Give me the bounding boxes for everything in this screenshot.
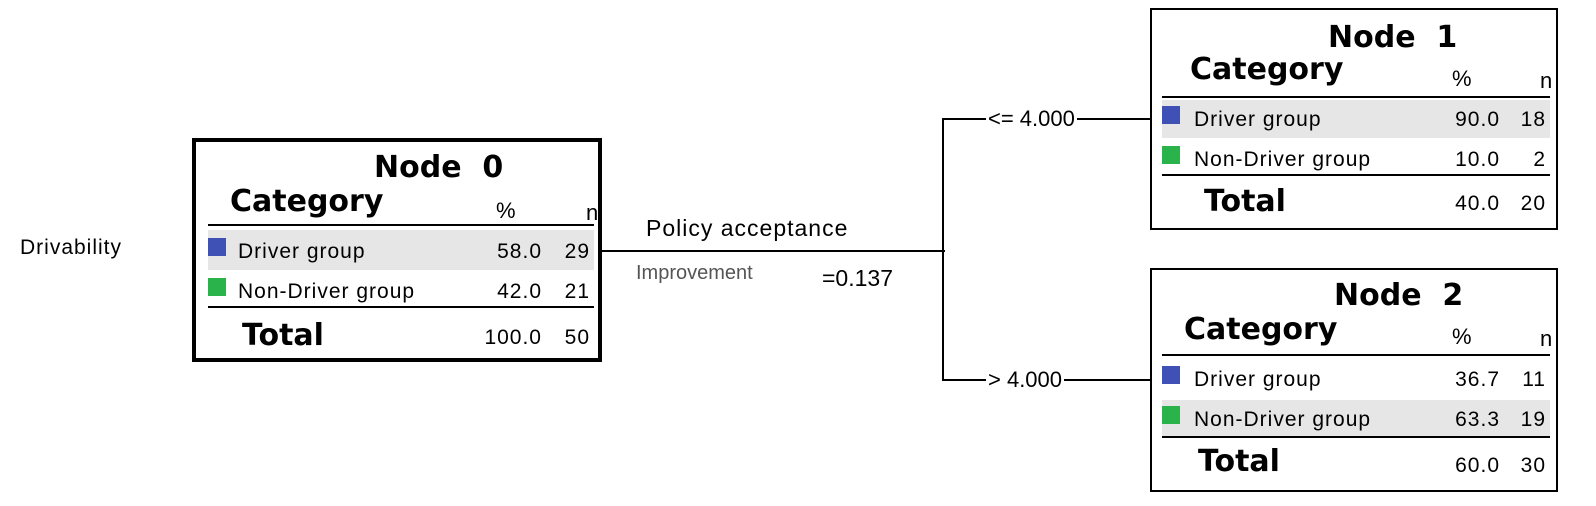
total-percent: 40.0 [1455, 192, 1500, 215]
n-value: 2 [1533, 148, 1546, 171]
total-divider [1162, 436, 1550, 438]
category-label-non-driver: Non-Driver group [1194, 148, 1372, 171]
category-label-driver: Driver group [1194, 368, 1322, 391]
node-title: Node 2 [1334, 278, 1464, 313]
header-divider [1162, 354, 1550, 356]
percent-value: 42.0 [497, 280, 542, 303]
branch-right-condition: > 4.000 [986, 367, 1065, 393]
green-square-icon [208, 278, 226, 296]
header-divider [1162, 96, 1550, 98]
split-variable-label: Policy acceptance [644, 215, 851, 242]
category-header: Category [230, 184, 384, 219]
green-square-icon [1162, 146, 1180, 164]
category-label-non-driver: Non-Driver group [1194, 408, 1372, 431]
percent-header: % [1452, 324, 1472, 349]
total-label: Total [1204, 184, 1286, 219]
n-header: n [1540, 68, 1553, 93]
category-header: Category [1190, 52, 1344, 87]
row-highlight [208, 230, 594, 270]
percent-value: 10.0 [1455, 148, 1500, 171]
header-divider [208, 224, 594, 226]
blue-square-icon [1162, 366, 1180, 384]
category-label-non-driver: Non-Driver group [238, 280, 416, 303]
total-percent: 60.0 [1455, 454, 1500, 477]
node-title: Node 0 [374, 150, 504, 185]
total-label: Total [242, 318, 324, 353]
dependent-variable-label: Drivability [20, 236, 123, 259]
tree-node-1[interactable]: Node 1 Category % n Driver group 90.0 18… [1150, 8, 1558, 230]
green-square-icon [1162, 406, 1180, 424]
connector-vertical [942, 118, 944, 381]
tree-node-2[interactable]: Node 2 Category % n Driver group 36.7 11… [1150, 268, 1558, 492]
total-divider [208, 306, 594, 308]
row-highlight [1162, 400, 1550, 436]
total-n: 30 [1520, 454, 1546, 477]
percent-value: 36.7 [1455, 368, 1500, 391]
total-divider [1162, 174, 1550, 176]
improvement-value: =0.137 [822, 265, 893, 291]
n-value: 21 [564, 280, 590, 303]
improvement-label: Improvement [636, 262, 753, 284]
n-value: 29 [564, 240, 590, 263]
tree-node-0[interactable]: Node 0 Category % n Driver group 58.0 29… [192, 138, 602, 362]
n-value: 19 [1520, 408, 1546, 431]
blue-square-icon [208, 238, 226, 256]
n-value: 18 [1520, 108, 1546, 131]
category-label-driver: Driver group [238, 240, 366, 263]
category-header: Category [1184, 312, 1338, 347]
row-highlight [1162, 100, 1550, 138]
percent-header: % [1452, 66, 1472, 91]
n-value: 11 [1522, 368, 1546, 391]
percent-value: 63.3 [1455, 408, 1500, 431]
connector-root-to-split [598, 250, 945, 252]
n-header: n [1540, 326, 1553, 351]
total-n: 50 [564, 326, 590, 349]
branch-left-condition: <= 4.000 [986, 106, 1077, 132]
total-percent: 100.0 [484, 326, 542, 349]
total-label: Total [1198, 444, 1280, 479]
percent-header: % [496, 198, 516, 223]
percent-value: 90.0 [1455, 108, 1500, 131]
blue-square-icon [1162, 106, 1180, 124]
n-header: n [586, 200, 599, 225]
category-label-driver: Driver group [1194, 108, 1322, 131]
total-n: 20 [1520, 192, 1546, 215]
percent-value: 58.0 [497, 240, 542, 263]
node-title: Node 1 [1328, 20, 1458, 55]
